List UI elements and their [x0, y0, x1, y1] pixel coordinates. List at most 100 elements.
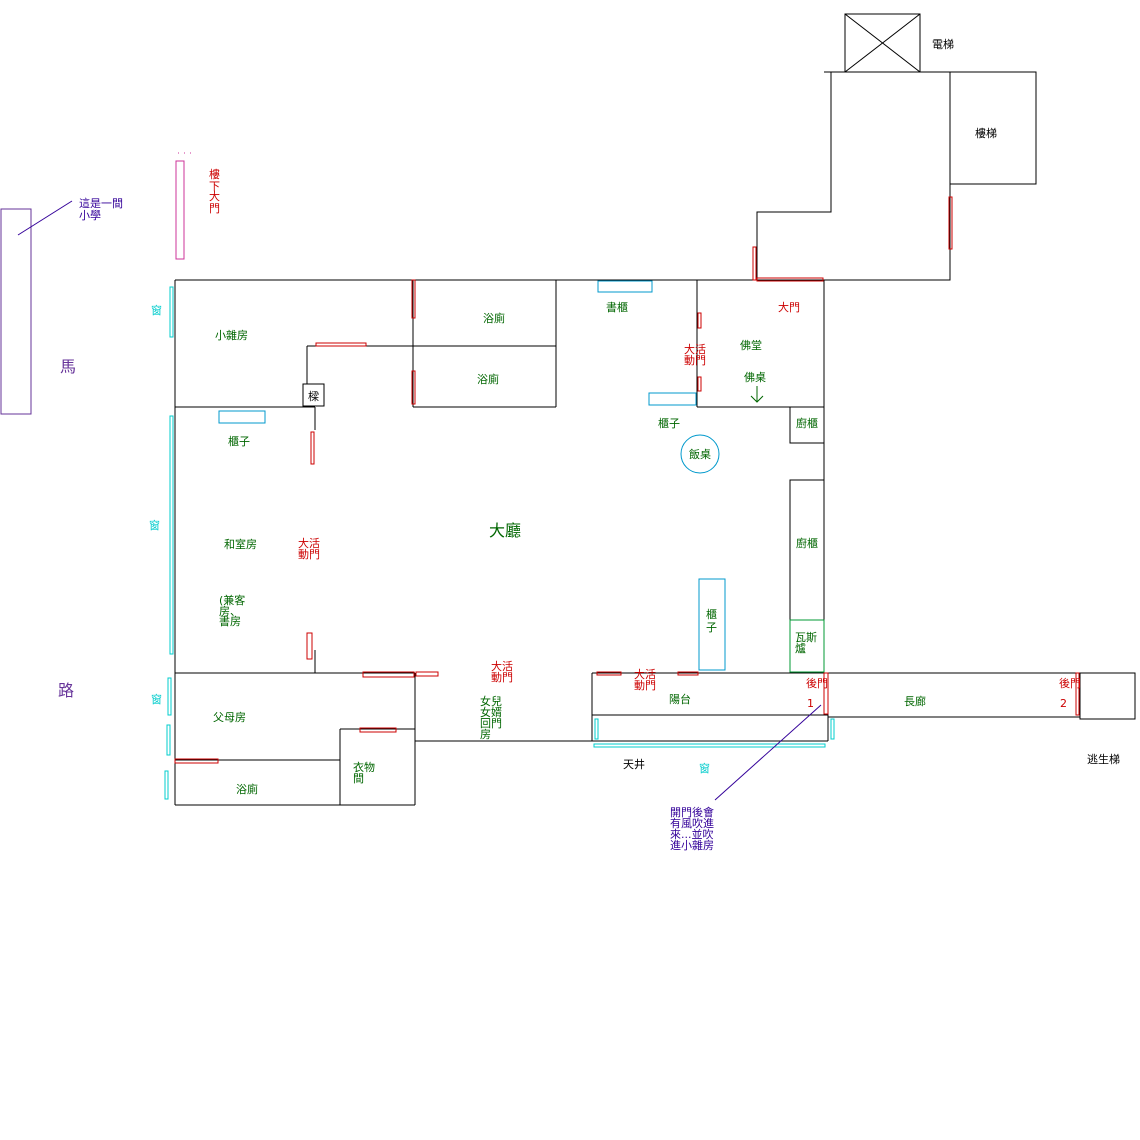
balcony-window-right: [830, 718, 835, 740]
bookcase-shape: [597, 280, 653, 293]
label-small-storage: 小雜房: [215, 328, 248, 342]
storage-window: [169, 286, 174, 338]
stairwell: [949, 71, 1037, 185]
label-daughter-3: 回門: [480, 717, 502, 730]
back-door-1: [823, 672, 829, 715]
label-school-note-1: 這是一間: [79, 196, 123, 210]
label-dining-table: 飯桌: [689, 447, 711, 461]
balcony-window-left: [594, 718, 599, 740]
wind-pointer: [714, 704, 822, 801]
label-road-2: 路: [58, 681, 74, 700]
label-guest-2: 房、: [219, 605, 241, 618]
label-downstairs-gate-3: 大: [209, 189, 220, 203]
storage-door: [315, 342, 367, 347]
label-wind-note-2: 有風吹進: [670, 816, 714, 830]
lobby-door-left: [752, 246, 757, 281]
walls: [174, 13, 1136, 806]
kitchen-cabinet-box-2: [789, 479, 825, 621]
label-corridor: 長廊: [904, 694, 926, 708]
label-parents-room: 父母房: [213, 711, 246, 724]
tatami-window: [169, 415, 174, 655]
label-bath-1: 浴廁: [483, 311, 505, 325]
label-daughter-4: 房: [480, 728, 491, 741]
label-guest-1: (兼客: [219, 593, 245, 607]
labels: 電梯 樓梯 樓 下 大 門 這是一間 小學 馬 路 窗 窗 窗 窗 小雜房 浴廁…: [58, 38, 1120, 852]
label-cabinet-2: 櫃子: [658, 416, 680, 430]
bath1-door: [411, 279, 416, 319]
label-sliding-door-3b: 動門: [491, 670, 513, 684]
balcony-sliding-2: [677, 671, 699, 676]
shrine-sliding-2: [697, 376, 702, 392]
lobby-right-wall: [824, 184, 951, 281]
label-window-3: 窗: [151, 692, 162, 706]
furniture: [218, 280, 726, 671]
label-kitchen-cab-1: 廚櫃: [796, 416, 818, 430]
label-living-room: 大廳: [489, 521, 521, 540]
label-wind-note-4: 進小雜房: [670, 838, 714, 852]
label-back-door-1a: 後門: [806, 676, 828, 690]
label-back-door-1b: 1: [807, 697, 814, 710]
label-gas-stove-2: 爐: [795, 641, 806, 655]
bath2-door: [411, 370, 416, 405]
label-daughter-2: 女婿: [480, 705, 502, 719]
bath3-door: [174, 758, 219, 764]
cabinet-1-shape: [218, 410, 266, 424]
main-door: [756, 277, 824, 282]
label-sliding-door-2a: 大活: [298, 536, 320, 550]
label-sliding-door-4b: 動門: [634, 678, 656, 692]
label-kitchen-cab-2: 廚櫃: [796, 536, 818, 550]
gas-stove-shape: [789, 619, 825, 673]
parents-door-2: [415, 671, 439, 677]
skywell-window: [593, 743, 826, 748]
closet-door: [359, 727, 397, 733]
label-window-4: 窗: [699, 761, 710, 775]
label-daughter-1: 女兒: [480, 694, 502, 708]
lobby-left-wall: [756, 72, 832, 280]
label-school-note-2: 小學: [79, 209, 101, 222]
label-sliding-door-1b: 動門: [684, 353, 706, 367]
label-skywell: 天井: [623, 757, 645, 771]
tatami-sliding-1: [310, 431, 315, 465]
label-guest-3: 書房: [219, 614, 241, 628]
label-altar-table: 佛桌: [744, 371, 766, 384]
bath3-window-2: [164, 770, 169, 800]
label-sliding-door-2b: 動門: [298, 547, 320, 561]
label-back-door-2b: 2: [1060, 697, 1067, 710]
label-cabinet-3-b: 子: [706, 621, 717, 634]
label-closet-1: 衣物: [353, 760, 375, 774]
label-bookcase: 書櫃: [606, 300, 628, 314]
parents-window: [167, 677, 172, 716]
altar-arrow-icon: [750, 395, 764, 403]
label-tatami-room: 和室房: [224, 537, 257, 551]
label-wind-note-3: 來...並吹: [670, 827, 714, 841]
cabinet-2-shape: [648, 392, 697, 406]
lobby-door-right: [948, 196, 953, 250]
label-road-1: 馬: [60, 357, 76, 376]
school-building: [0, 208, 32, 415]
beam-box: [302, 383, 325, 407]
label-window-2: 窗: [149, 518, 160, 532]
label-balcony: 陽台: [669, 692, 691, 706]
label-sliding-door-1a: 大活: [684, 342, 706, 356]
label-downstairs-gate-1: 樓: [209, 167, 220, 181]
school-pointer: [17, 200, 73, 236]
label-downstairs-gate-4: 門: [209, 202, 220, 215]
shrine-sliding-1: [697, 312, 702, 329]
label-elevator: 電梯: [932, 38, 954, 51]
label-cabinet-1: 櫃子: [228, 434, 250, 448]
cabinet-3-shape: [698, 578, 726, 671]
label-window-1: 窗: [151, 303, 162, 317]
label-closet-2: 間: [353, 772, 364, 785]
dining-table-shape: [680, 434, 720, 474]
balcony-sliding-1: [596, 671, 622, 676]
escape-stairs-box: [1079, 672, 1136, 720]
tatami-sliding-2: [306, 632, 313, 660]
label-main-door: 大門: [778, 300, 800, 314]
label-stairs: 樓梯: [975, 126, 997, 140]
doors: [174, 196, 1080, 764]
label-downstairs-gate-2: 下: [209, 180, 220, 193]
kitchen-cabinet-box-1: [789, 406, 825, 444]
label-bath-3: 浴廁: [236, 782, 258, 796]
parents-door-1: [362, 671, 415, 678]
label-wind-note-1: 開門後會: [670, 805, 714, 819]
